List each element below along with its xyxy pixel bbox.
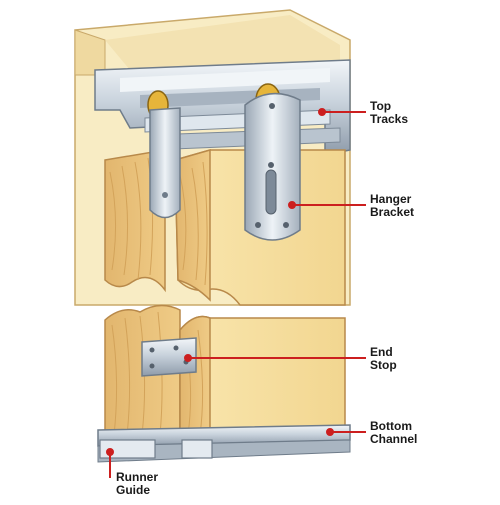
label-bottom-channel-line1: Bottom — [370, 419, 412, 433]
label-runner-guide-line1: Runner — [116, 470, 158, 484]
label-top-tracks: Top Tracks — [370, 100, 408, 126]
label-runner-guide-line2: Guide — [116, 483, 151, 497]
runner-guide-back — [99, 439, 156, 459]
end-stop-plate — [141, 337, 197, 377]
label-hanger-bracket: Hanger Bracket — [370, 193, 414, 219]
label-top-tracks-line1: Top — [370, 99, 392, 113]
label-hanger-bracket-line2: Bracket — [370, 205, 415, 219]
leader-lines — [106, 108, 366, 478]
label-end-stop-line2: Stop — [370, 358, 397, 372]
label-end-stop: End Stop — [370, 346, 397, 372]
label-hanger-bracket-line1: Hanger — [370, 192, 412, 206]
label-bottom-channel-line2: Channel — [370, 432, 418, 446]
bottom-channel — [97, 424, 351, 463]
front-hanger-bracket — [244, 92, 301, 241]
label-top-tracks-line2: Tracks — [370, 112, 409, 126]
rear-hanger-plate — [149, 107, 181, 219]
label-end-stop-line1: End — [370, 345, 393, 359]
lower-door-front — [179, 315, 346, 441]
runner-guide-front — [181, 439, 213, 459]
label-bottom-channel: Bottom Channel — [370, 420, 417, 446]
label-runner-guide: Runner Guide — [116, 471, 158, 497]
